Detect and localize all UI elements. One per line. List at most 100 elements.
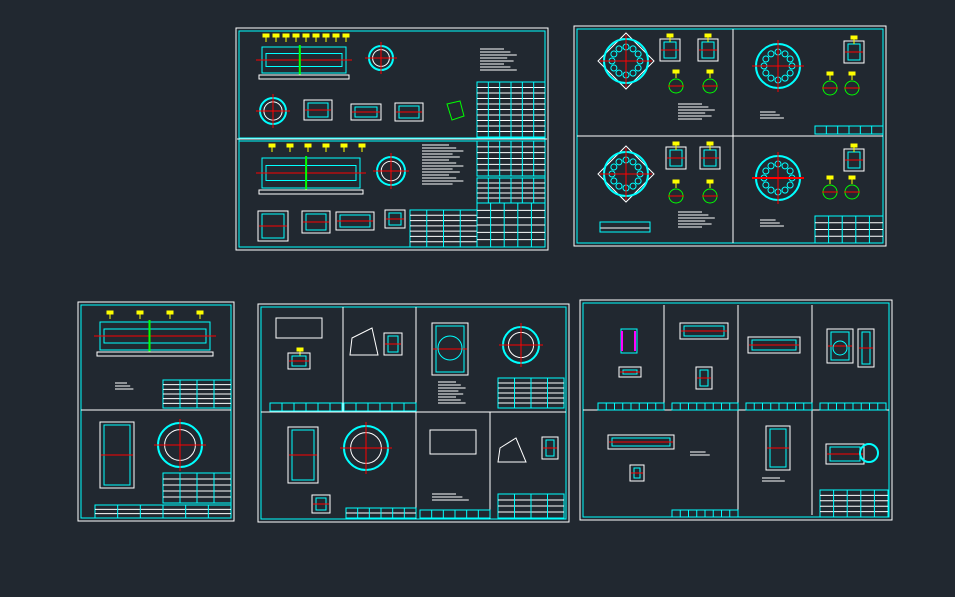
tube-hole bbox=[767, 186, 775, 194]
drawing-frame bbox=[260, 306, 567, 520]
dimension-box bbox=[303, 99, 333, 121]
part-number-tag bbox=[850, 143, 858, 148]
sheet-border bbox=[235, 27, 549, 251]
tube-hole bbox=[629, 45, 637, 53]
dimension-box bbox=[384, 209, 406, 229]
tube-hole bbox=[615, 45, 623, 53]
tube-hole bbox=[762, 69, 770, 77]
sheet-border bbox=[257, 303, 570, 523]
plate-outline bbox=[275, 317, 323, 339]
part-number-tag bbox=[672, 69, 680, 74]
ring-outline bbox=[429, 429, 477, 455]
flange-circle bbox=[859, 443, 879, 463]
part-number-tag bbox=[196, 310, 204, 315]
sheet-border bbox=[573, 25, 887, 247]
dimension-box bbox=[431, 322, 469, 376]
tube-hole bbox=[610, 50, 618, 58]
part-number-tag bbox=[136, 310, 144, 315]
tube-hole bbox=[767, 50, 775, 58]
tube-hole bbox=[781, 186, 789, 194]
part-number-tag bbox=[826, 175, 834, 180]
tube-hole bbox=[786, 55, 794, 63]
part-number-tag bbox=[342, 33, 350, 38]
part-number-tag bbox=[292, 33, 300, 38]
part-number-tag bbox=[704, 33, 712, 38]
sheet-border bbox=[579, 299, 893, 521]
drawing-sheet-assembly[interactable] bbox=[235, 27, 549, 251]
dimension-box bbox=[99, 421, 135, 489]
part-number-tag bbox=[282, 33, 290, 38]
vessel-support bbox=[258, 74, 350, 80]
drawing-sheet-parts[interactable] bbox=[257, 303, 570, 523]
drawing-sheet-shell[interactable] bbox=[77, 301, 235, 522]
part-number-tag bbox=[358, 143, 366, 148]
part-number-tag bbox=[312, 33, 320, 38]
tube-hole bbox=[786, 167, 794, 175]
tube-hole bbox=[781, 162, 789, 170]
tube-hole bbox=[762, 181, 770, 189]
part-number-tag bbox=[304, 143, 312, 148]
part-number-tag bbox=[848, 175, 856, 180]
part-number-tag bbox=[666, 33, 674, 38]
dimension-box bbox=[383, 332, 403, 356]
dimension-box bbox=[857, 328, 875, 368]
dimension-box bbox=[311, 494, 331, 514]
dimension-box bbox=[541, 436, 559, 460]
tube-hole bbox=[610, 163, 618, 171]
dimension-box bbox=[629, 464, 645, 482]
part-number-tag bbox=[706, 179, 714, 184]
part-number-tag bbox=[296, 347, 304, 352]
tube-hole bbox=[786, 69, 794, 77]
tube-hole bbox=[767, 74, 775, 82]
tube-hole bbox=[615, 69, 623, 77]
dimension-box bbox=[618, 366, 642, 378]
sheet-border bbox=[77, 301, 235, 522]
nozzle-circle bbox=[437, 335, 463, 361]
tube-hole bbox=[781, 50, 789, 58]
part-number-tag bbox=[340, 143, 348, 148]
tube-hole bbox=[615, 182, 623, 190]
dimension-box bbox=[695, 366, 713, 390]
title-block bbox=[819, 489, 889, 518]
tubesheet-diamond bbox=[597, 145, 655, 203]
plate-section bbox=[599, 221, 651, 233]
vessel-support bbox=[96, 351, 214, 357]
tube-hole bbox=[629, 182, 637, 190]
part-number-tag bbox=[332, 33, 340, 38]
part-number-tag bbox=[322, 143, 330, 148]
part-number-tag bbox=[672, 141, 680, 146]
dimension-box bbox=[287, 426, 319, 484]
drawing-sheet-details[interactable] bbox=[579, 299, 893, 521]
vessel-support bbox=[258, 189, 364, 195]
part-number-tag bbox=[166, 310, 174, 315]
tube-hole bbox=[767, 162, 775, 170]
part-number-tag bbox=[322, 33, 330, 38]
part-number-tag bbox=[302, 33, 310, 38]
tube-hole bbox=[610, 64, 618, 72]
drawing-sheet-tubesheets[interactable] bbox=[573, 25, 887, 247]
part-number-tag bbox=[262, 33, 270, 38]
tube-hole bbox=[762, 55, 770, 63]
part-number-tag bbox=[106, 310, 114, 315]
dimension-box bbox=[607, 434, 675, 450]
tube-hole bbox=[629, 158, 637, 166]
tube-hole bbox=[634, 50, 642, 58]
dimension-box bbox=[825, 443, 865, 465]
tubesheet-diamond bbox=[597, 32, 655, 90]
dimension-box bbox=[747, 336, 801, 354]
flange-circle bbox=[832, 340, 848, 356]
tube-hole bbox=[634, 64, 642, 72]
dimension-box bbox=[350, 103, 382, 121]
segment-plate bbox=[497, 437, 527, 463]
part-number-tag bbox=[826, 71, 834, 76]
dimension-box bbox=[257, 210, 289, 242]
dimension-box bbox=[765, 425, 791, 471]
tube-hole bbox=[781, 74, 789, 82]
part-number-tag bbox=[272, 33, 280, 38]
part-number-tag bbox=[286, 143, 294, 148]
part-number-tag bbox=[706, 69, 714, 74]
tube-hole bbox=[786, 181, 794, 189]
tube-hole bbox=[762, 167, 770, 175]
segment-plate bbox=[349, 327, 379, 356]
